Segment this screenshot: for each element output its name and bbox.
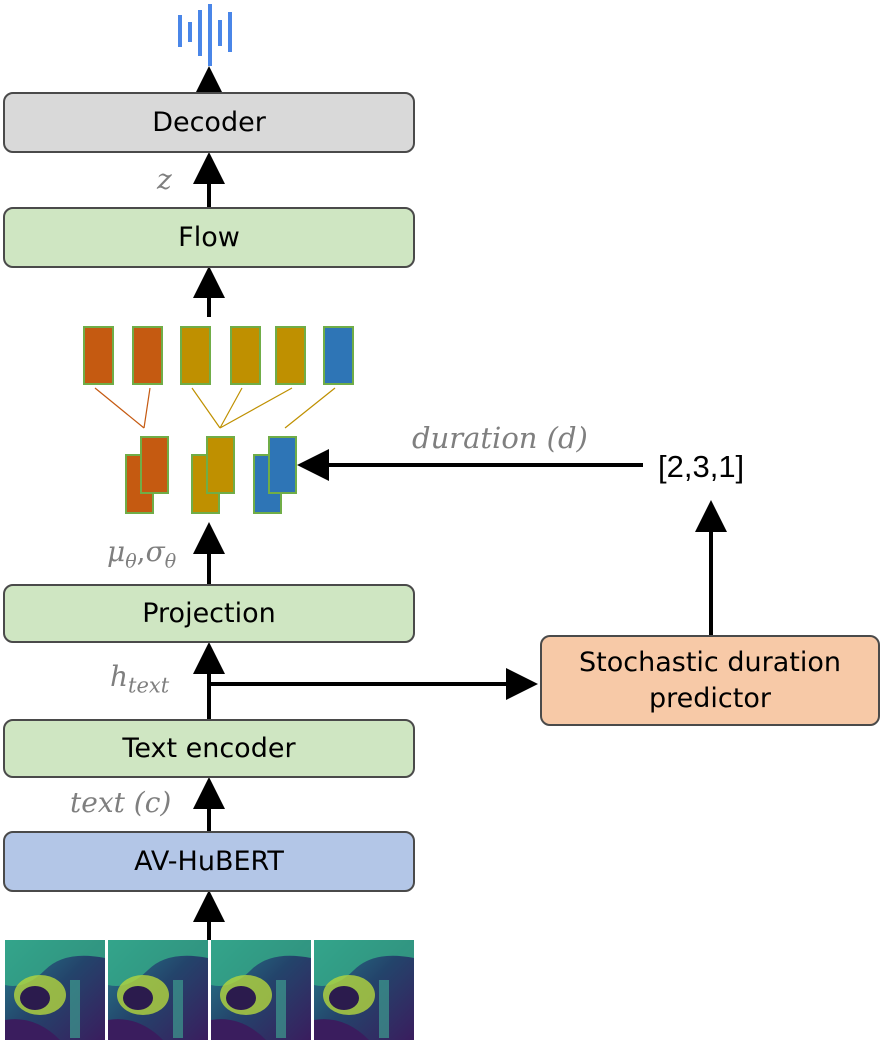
- h-subscript: text: [128, 673, 170, 698]
- expanded-token-1: [83, 326, 114, 385]
- mu-sigma-label: μθ,σθ: [107, 535, 176, 573]
- projection-label: Projection: [142, 598, 276, 629]
- projection-box: Projection: [3, 584, 415, 643]
- h-symbol: h: [110, 660, 129, 693]
- av-hubert-box: AV-HuBERT: [3, 831, 415, 892]
- mu-symbol: μ: [107, 535, 126, 568]
- latent-z-text: z: [157, 163, 172, 196]
- text-encoder-label: Text encoder: [122, 733, 296, 764]
- expanded-token-5: [275, 326, 306, 385]
- stacked-token-3-front: [268, 436, 297, 494]
- duration-d-label: duration (d): [412, 421, 588, 455]
- expanded-token-3: [180, 326, 211, 385]
- duration-predictor-label-line2: predictor: [649, 682, 771, 714]
- stacked-token-2-front: [206, 436, 235, 494]
- duration-d-text: duration (d): [412, 421, 588, 455]
- h-text-label: htext: [110, 660, 169, 698]
- duration-predictor-box: Stochastic duration predictor: [540, 635, 880, 726]
- expansion-connectors: [94, 387, 336, 429]
- text-encoder-box: Text encoder: [3, 719, 415, 778]
- stacked-token-1-front: [140, 436, 169, 494]
- latent-z-label: z: [157, 163, 172, 196]
- decoder-label: Decoder: [152, 107, 266, 138]
- sigma-subscript: θ: [164, 550, 177, 573]
- duration-value-text: [2,3,1]: [658, 449, 745, 484]
- mri-frames-image: [5, 940, 414, 1040]
- expanded-token-2: [132, 326, 163, 385]
- stacked-token-pairs: [125, 436, 297, 514]
- decoder-box: Decoder: [3, 92, 415, 153]
- expanded-token-4: [230, 326, 261, 385]
- text-c-text: text (c): [70, 786, 172, 819]
- expanded-token-6: [323, 326, 354, 385]
- av-hubert-label: AV-HuBERT: [134, 846, 284, 877]
- sigma-symbol: σ: [145, 535, 165, 568]
- flow-label: Flow: [178, 222, 240, 253]
- duration-predictor-label-line1: Stochastic duration: [579, 647, 841, 679]
- flow-box: Flow: [3, 207, 415, 268]
- expanded-token-row: [83, 326, 354, 385]
- audio-waveform-icon: [178, 4, 232, 66]
- comma-symbol: ,: [136, 535, 146, 568]
- duration-value-label: [2,3,1]: [658, 449, 744, 485]
- text-c-label: text (c): [70, 786, 171, 819]
- mu-subscript: θ: [125, 550, 137, 573]
